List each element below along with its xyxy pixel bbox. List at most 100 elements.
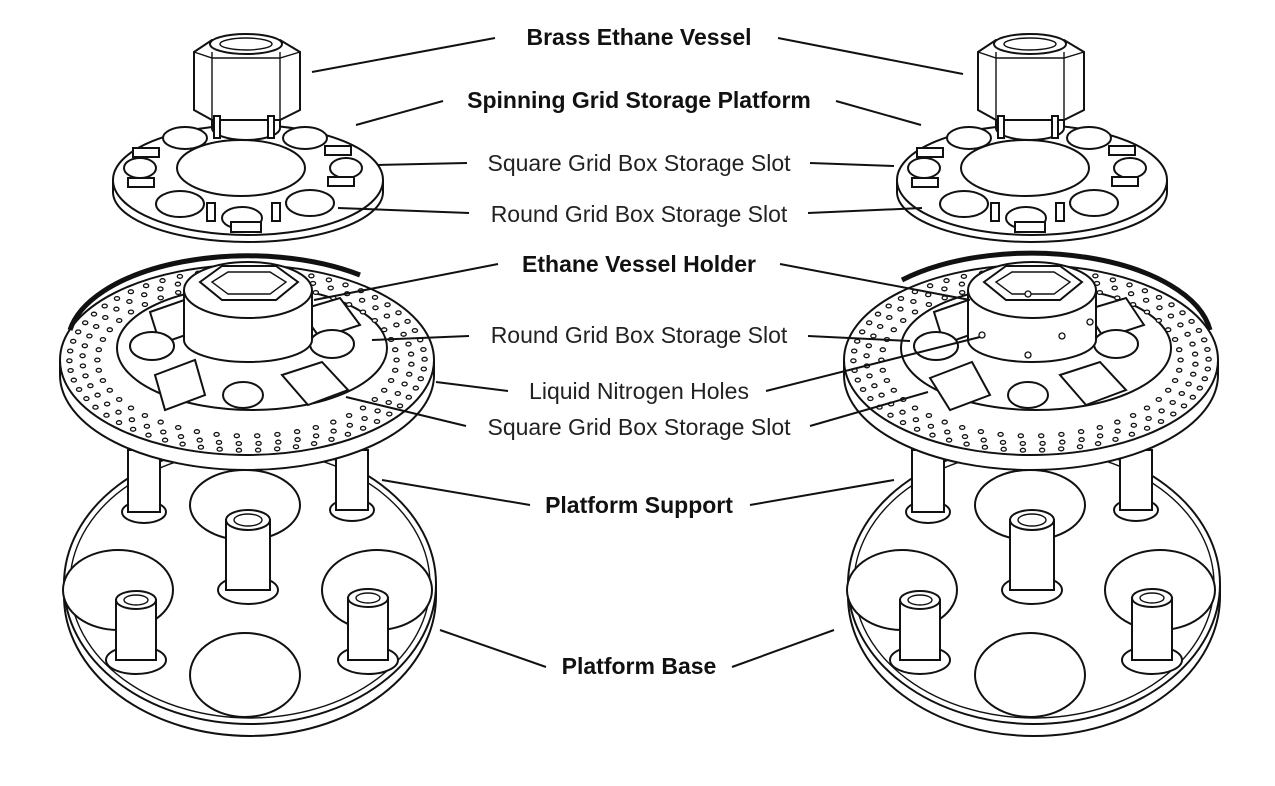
liquid-nitrogen-hole (161, 437, 169, 443)
liquid-nitrogen-hole (101, 303, 108, 309)
liquid-nitrogen-hole (371, 317, 379, 324)
liquid-nitrogen-hole (94, 357, 101, 363)
liquid-nitrogen-hole (1037, 433, 1045, 439)
liquid-nitrogen-hole (1171, 377, 1179, 384)
liquid-nitrogen-hole (887, 412, 894, 418)
liquid-nitrogen-hole (1170, 411, 1177, 417)
liquid-nitrogen-hole (899, 409, 906, 415)
liquid-nitrogen-hole (927, 423, 935, 429)
leader-support-left (381, 479, 531, 506)
liquid-nitrogen-hole (1158, 408, 1165, 414)
liquid-nitrogen-hole (82, 373, 89, 379)
liquid-nitrogen-hole (960, 273, 968, 279)
liquid-nitrogen-hole (141, 412, 149, 419)
liquid-nitrogen-hole (345, 412, 353, 419)
liquid-nitrogen-hole (1128, 431, 1136, 437)
liquid-nitrogen-hole (115, 317, 123, 324)
liquid-nitrogen-hole (911, 309, 919, 315)
liquid-nitrogen-hole (1200, 337, 1208, 343)
leader-spinning-right (835, 100, 922, 126)
liquid-nitrogen-hole (70, 377, 78, 383)
leader-support-right (749, 479, 895, 506)
liquid-nitrogen-hole (910, 298, 917, 305)
liquid-nitrogen-hole (1019, 440, 1027, 447)
liquid-nitrogen-hole (913, 426, 921, 432)
liquid-nitrogen-hole (113, 295, 121, 302)
leader-round-top-left (337, 207, 470, 214)
liquid-nitrogen-hole (407, 351, 415, 357)
liquid-nitrogen-hole (380, 327, 388, 333)
liquid-nitrogen-hole (420, 346, 427, 353)
liquid-nitrogen-hole (1204, 366, 1212, 372)
leader-round-top-right (807, 207, 923, 214)
liquid-nitrogen-hole (1143, 405, 1151, 411)
liquid-nitrogen-hole (929, 432, 936, 438)
liquid-nitrogen-hole (196, 437, 203, 443)
liquid-nitrogen-hole (294, 437, 301, 443)
liquid-nitrogen-hole (1177, 322, 1184, 328)
liquid-nitrogen-hole (380, 387, 388, 393)
liquid-nitrogen-hole (75, 386, 83, 393)
leader-square-top-right (809, 162, 895, 167)
liquid-nitrogen-hole (941, 295, 948, 301)
liquid-nitrogen-hole (1184, 331, 1191, 337)
liquid-nitrogen-hole (866, 373, 873, 379)
liquid-nitrogen-hole (143, 423, 151, 429)
liquid-nitrogen-hole (1126, 282, 1133, 288)
liquid-nitrogen-hole (128, 417, 136, 423)
liquid-nitrogen-hole (401, 381, 408, 387)
liquid-nitrogen-hole (1188, 318, 1195, 324)
brass-ethane-vessel-left (193, 33, 301, 141)
liquid-nitrogen-hole (86, 333, 93, 339)
leader-round-mid-right (807, 335, 911, 342)
leader-brass-vessel-right (777, 37, 964, 75)
liquid-nitrogen-hole (115, 409, 122, 415)
liquid-nitrogen-hole (393, 357, 400, 363)
spinning-platform-right (896, 124, 1168, 243)
liquid-nitrogen-hole (145, 432, 152, 438)
liquid-nitrogen-hole (1155, 294, 1163, 300)
labels: Brass Ethane Vessel Spinning Grid Storag… (467, 24, 811, 679)
platform-supports-right (889, 449, 1183, 675)
liquid-nitrogen-hole (867, 396, 874, 402)
liquid-nitrogen-hole (865, 320, 873, 326)
liquid-nitrogen-hole (879, 347, 887, 353)
liquid-nitrogen-hole (963, 441, 970, 447)
liquid-nitrogen-hole (383, 313, 391, 319)
label-brass-ethane-vessel: Brass Ethane Vessel (526, 24, 751, 50)
liquid-nitrogen-hole (174, 424, 182, 431)
liquid-nitrogen-hole (274, 431, 281, 437)
liquid-nitrogen-hole (359, 309, 367, 315)
liquid-nitrogen-hole (177, 434, 185, 440)
leader-square-top-left (377, 162, 468, 166)
liquid-nitrogen-hole (1145, 415, 1152, 422)
liquid-nitrogen-hole (1189, 394, 1197, 400)
liquid-nitrogen-hole (359, 425, 367, 431)
liquid-nitrogen-hole (358, 297, 366, 303)
liquid-nitrogen-hole (405, 341, 412, 347)
liquid-nitrogen-hole (312, 289, 320, 296)
liquid-nitrogen-hole (330, 428, 337, 434)
liquid-nitrogen-hole (405, 394, 413, 400)
liquid-nitrogen-hole (106, 327, 114, 333)
liquid-nitrogen-hole (66, 348, 74, 354)
liquid-nitrogen-hole (81, 320, 89, 326)
liquid-nitrogen-hole (958, 289, 966, 296)
liquid-nitrogen-hole (1143, 309, 1151, 315)
liquid-nitrogen-hole (1164, 387, 1172, 393)
liquid-nitrogen-hole (408, 361, 415, 367)
liquid-nitrogen-hole (1196, 385, 1204, 391)
liquid-nitrogen-hole (421, 356, 428, 362)
liquid-nitrogen-hole (943, 278, 950, 284)
liquid-nitrogen-hole (1201, 376, 1209, 382)
liquid-nitrogen-hole (87, 383, 94, 389)
liquid-nitrogen-hole (850, 358, 857, 364)
liquid-nitrogen-hole (1191, 351, 1199, 357)
leader-lines (311, 37, 981, 668)
leader-holder-right (779, 263, 971, 301)
liquid-nitrogen-hole (1192, 361, 1199, 367)
liquid-nitrogen-hole (197, 444, 205, 450)
liquid-nitrogen-hole (1195, 327, 1203, 334)
liquid-nitrogen-hole (1076, 444, 1084, 450)
liquid-nitrogen-hole (981, 444, 989, 450)
